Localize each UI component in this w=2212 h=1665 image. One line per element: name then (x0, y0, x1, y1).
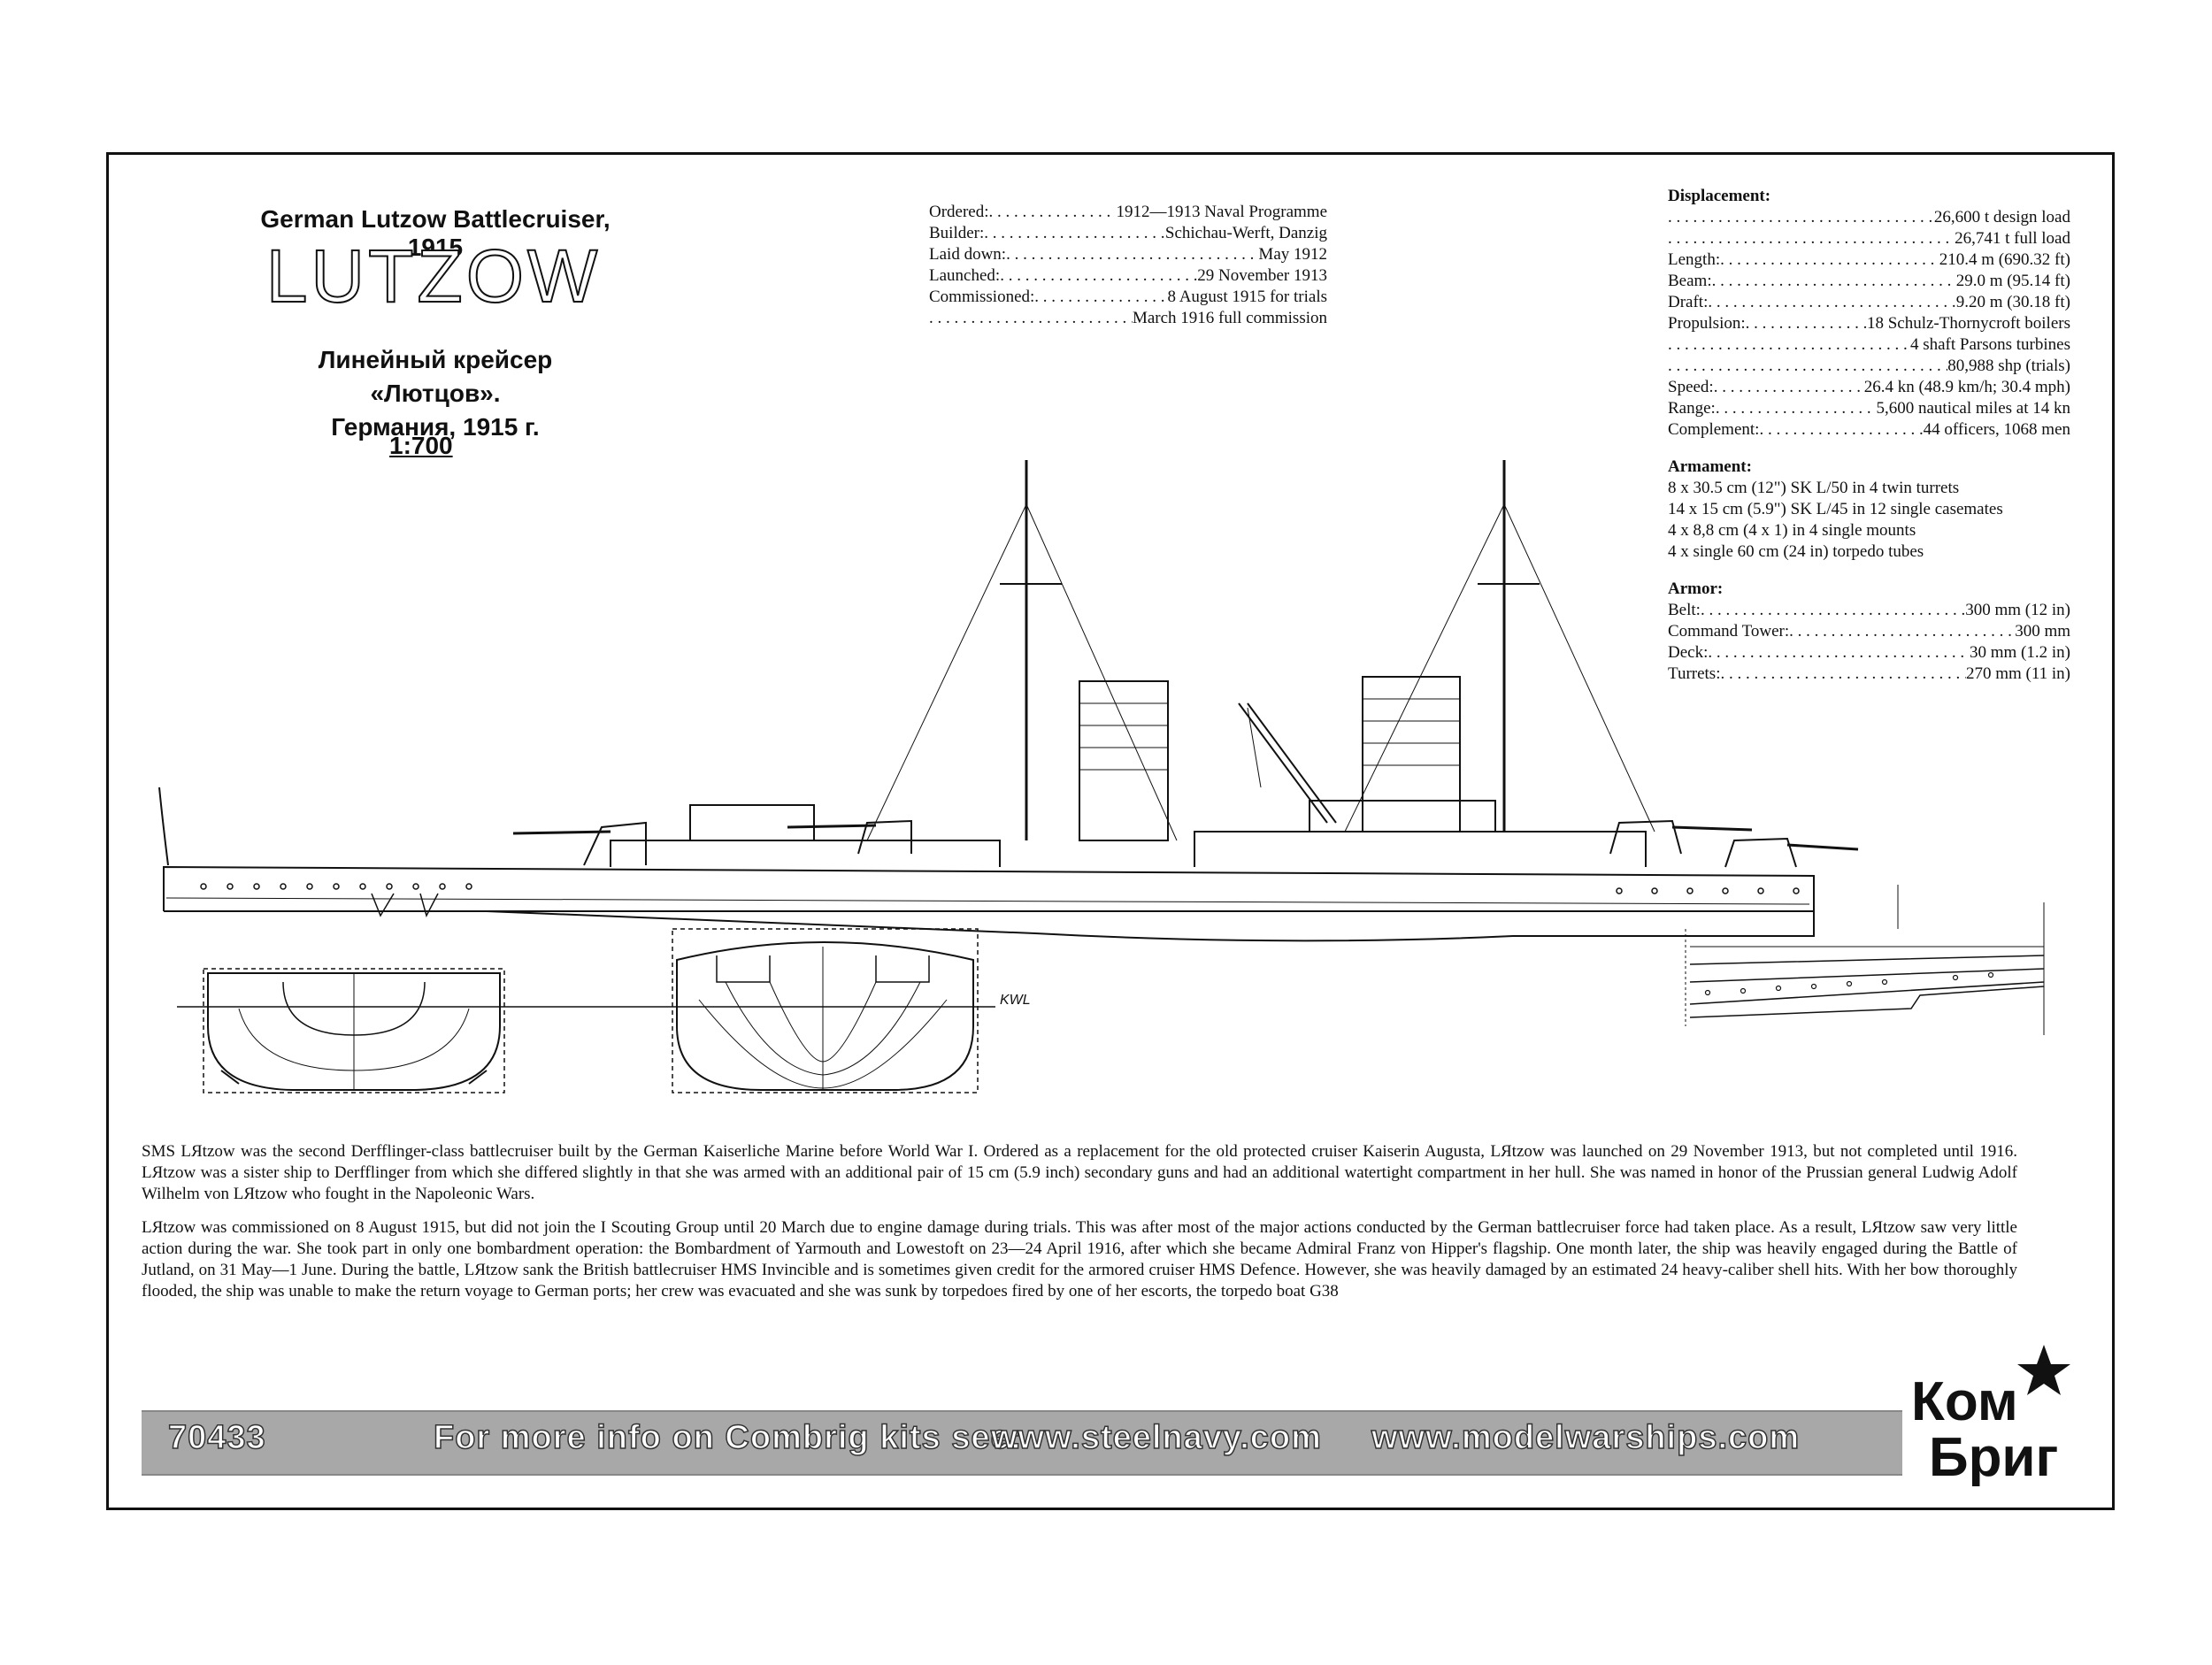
armor-header: Armor: (1668, 579, 1724, 598)
spec-row: Range:5,600 nautical miles at 14 kn (1668, 398, 2070, 419)
armor-row: Deck:30 mm (1.2 in) (1668, 642, 2070, 664)
footer-band: 70433 For more info on Combrig kits see:… (142, 1410, 1902, 1476)
armament-header: Armament: (1668, 457, 1752, 476)
logo-text-top: Ком (1911, 1371, 2018, 1432)
spec-row: 26,600 t design load (1668, 207, 2070, 228)
waterline-label: KWL (1000, 993, 1031, 1008)
spec-row: Propulsion:18 Schulz-Thornycroft boilers (1668, 313, 2070, 334)
armor-row: Turrets:270 mm (11 in) (1668, 664, 2070, 685)
build-row: March 1916 full commission (929, 308, 1327, 329)
title-russian: Линейный крейсер «Лютцов». Германия, 191… (254, 343, 617, 444)
spec-row: Draft:9.20 m (30.18 ft) (1668, 292, 2070, 313)
info-text: For more info on Combrig kits see: (433, 1418, 1023, 1457)
spec-row: 26,741 t full load (1668, 228, 2070, 249)
title-english: German Lutzow Battlecruiser, 1915 (260, 205, 611, 261)
title-russian-line1: Линейный крейсер «Лютцов». (318, 346, 553, 407)
armor-row: Command Tower:300 mm (1668, 621, 2070, 642)
build-row: Builder:Schichau-Werft, Danzig (929, 223, 1327, 244)
armament-item: 8 x 30.5 cm (12") SK L/50 in 4 twin turr… (1668, 479, 1960, 497)
spec-row: Length:210.4 m (690.32 ft) (1668, 249, 2070, 271)
specifications: Displacement: 26,600 t design load 26,74… (1668, 186, 2070, 685)
waterline: KWL (177, 993, 1031, 1008)
ship-drawings: KWL (158, 460, 2045, 1093)
armament-item: 4 x single 60 cm (24 in) torpedo tubes (1668, 542, 1924, 561)
build-row: Laid down:May 1912 (929, 244, 1327, 265)
history-paragraph-2: LЯtzow was commissioned on 8 August 1915… (142, 1218, 2017, 1301)
spec-row: Speed:26.4 kn (48.9 km/h; 30.4 mph) (1668, 377, 2070, 398)
stern-detail-inset (1685, 902, 2045, 1035)
armor-row: Belt:300 mm (12 in) (1668, 600, 2070, 621)
ship-history-text: SMS LЯtzow was the second Derfflinger-cl… (142, 1141, 2017, 1315)
armament-item: 14 x 15 cm (5.9") SK L/45 in 12 single c… (1668, 500, 2003, 518)
spec-row: 80,988 shp (trials) (1668, 356, 2070, 377)
displacement-header: Displacement: (1668, 187, 1771, 205)
title-russian-line2: Германия, 1915 г. (331, 413, 540, 441)
ship-name-outline: LUTZOW (265, 234, 602, 318)
build-row: Ordered:1912—1913 Naval Programme (929, 202, 1327, 223)
website-link-steelnavy[interactable]: www.steelnavy.com (990, 1418, 1322, 1457)
build-row: Commissioned:8 August 1915 for trials (929, 287, 1327, 308)
website-link-modelwarships[interactable]: www.modelwarships.com (1371, 1418, 1801, 1457)
spec-row: Complement:44 officers, 1068 men (1668, 419, 2070, 441)
star-icon (2017, 1345, 2070, 1395)
spec-row: Beam:29.0 m (95.14 ft) (1668, 271, 2070, 292)
armament-item: 4 x 8,8 cm (4 x 1) in 4 single mounts (1668, 521, 1916, 540)
hull-section-midship (672, 928, 979, 1093)
ship-side-profile (158, 460, 1899, 942)
build-history: Ordered:1912—1913 Naval Programme Builde… (929, 202, 1327, 329)
build-row: Launched:29 November 1913 (929, 265, 1327, 287)
spec-row: 4 shaft Parsons turbines (1668, 334, 2070, 356)
combrig-logo: Ком Бриг (1911, 1345, 2070, 1486)
drawing-sheet-frame (106, 152, 2115, 1510)
history-paragraph-1: SMS LЯtzow was the second Derfflinger-cl… (142, 1142, 2017, 1203)
scale-label: 1:700 (389, 432, 453, 459)
kit-number: 70433 (167, 1418, 266, 1457)
hull-section-bow (203, 968, 505, 1093)
logo-text-bottom: Бриг (1929, 1427, 2058, 1486)
